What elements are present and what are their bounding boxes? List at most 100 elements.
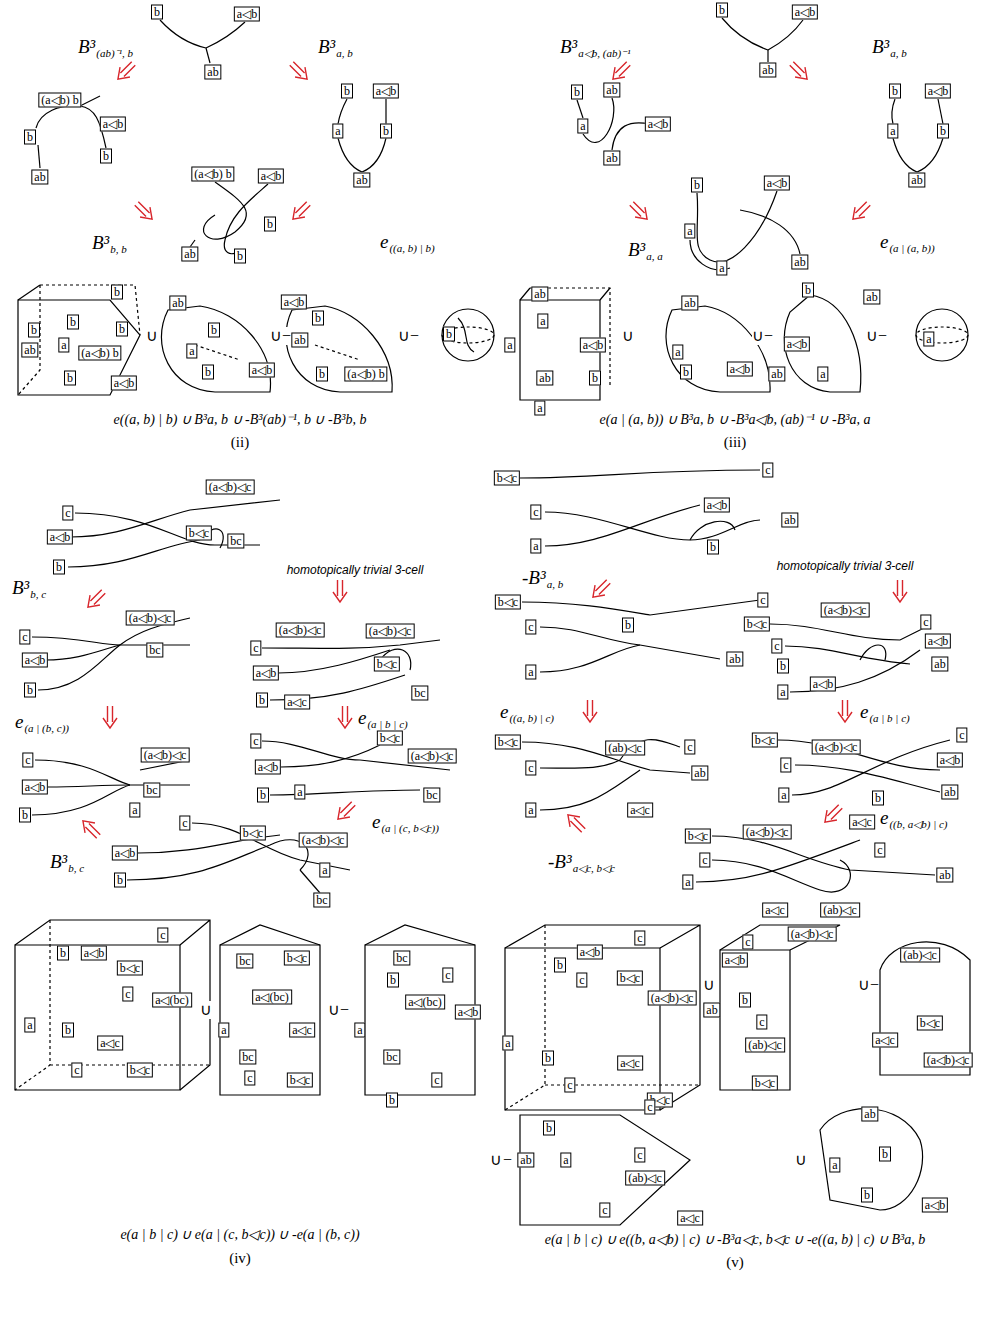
- strand-label: bc: [414, 686, 425, 700]
- cell-symbol: -B³: [522, 568, 546, 588]
- strand-label: (a◁b)◁c: [746, 825, 789, 839]
- subscript: a, b: [336, 47, 353, 59]
- strand-label: ab: [934, 657, 945, 671]
- subscript: (a | (b, c)): [24, 722, 69, 734]
- strand-label: c: [923, 615, 928, 629]
- label-box: a: [682, 875, 693, 890]
- label-box: a◁b: [810, 677, 836, 692]
- strand-label: a: [357, 1023, 362, 1037]
- strand-label: b◁c: [755, 733, 775, 747]
- label-box: a◁b: [645, 117, 671, 132]
- label-box: a: [778, 788, 789, 803]
- label-box: c: [244, 1071, 255, 1086]
- label-box: a◁b: [234, 7, 260, 22]
- union-sign: −: [282, 327, 291, 345]
- label-box: ab: [204, 65, 221, 80]
- label-box: b: [316, 367, 328, 382]
- label-box: c: [179, 816, 190, 831]
- strand-label: a◁b: [725, 953, 745, 967]
- label-box: a◁c: [677, 1211, 703, 1226]
- union-sign: ∪: [752, 327, 764, 345]
- label-box: c: [644, 1100, 655, 1115]
- label-box: b◁c: [377, 731, 403, 746]
- strand-label: (a◁b)◁c: [815, 740, 858, 754]
- strand-label: (a◁b) b: [194, 167, 231, 181]
- label-box: b: [387, 973, 399, 988]
- strand-label: (a◁b)◁c: [927, 1053, 970, 1067]
- strand-label: b: [67, 371, 73, 385]
- strand-label: (a◁b)◁c: [302, 833, 345, 847]
- strand-label: a: [780, 685, 785, 699]
- strand-label: b◁c: [498, 595, 518, 609]
- strand-label: a◁b: [928, 634, 948, 648]
- strand-label: b◁c: [620, 971, 640, 985]
- strand-label: ab: [729, 652, 740, 666]
- label-box: (ab)◁c: [900, 948, 940, 963]
- label-box: bc: [383, 1050, 400, 1065]
- label-box: a: [777, 685, 788, 700]
- strand-label: ab: [911, 173, 922, 187]
- label-box: ab: [181, 247, 198, 262]
- label-box: a: [525, 665, 536, 680]
- label-box: (a◁b)◁c: [366, 624, 415, 639]
- label-box: ab: [536, 371, 553, 386]
- panel-caption: (v): [726, 1254, 744, 1271]
- label-box: c: [742, 935, 753, 950]
- label-box: c: [525, 620, 536, 635]
- strand-label: c: [637, 931, 642, 945]
- strand-label: b: [27, 683, 33, 697]
- label-box: c: [762, 463, 773, 478]
- label-box: a◁b: [81, 946, 107, 961]
- label-box: (a◁b)◁c: [743, 825, 792, 840]
- strand-label: c: [637, 1148, 642, 1162]
- strand-label: a: [685, 875, 690, 889]
- strand-label: c: [25, 753, 30, 767]
- label-box: ab: [759, 63, 776, 78]
- label-box: b: [691, 178, 703, 193]
- strand-label: a◁b: [730, 362, 750, 376]
- label-box: ab: [941, 785, 958, 800]
- label-box: bc: [239, 1050, 256, 1065]
- strand-label: c: [647, 1100, 652, 1114]
- label-box: b: [257, 788, 269, 803]
- label-box: a◁c: [97, 1036, 123, 1051]
- panel-caption: (iv): [229, 1250, 251, 1267]
- label-box: b: [28, 323, 40, 338]
- label-box: a: [129, 803, 140, 818]
- strand-label: a◁b: [50, 530, 70, 544]
- union-sign: ∪: [490, 1151, 502, 1169]
- label-box: b: [256, 693, 268, 708]
- strand-label: c: [745, 935, 750, 949]
- label-box: a◁b: [925, 634, 951, 649]
- subscript: (a | b | c): [869, 712, 909, 724]
- label-box: a: [332, 124, 343, 139]
- label-box: ab: [517, 1153, 534, 1168]
- cell-symbol: e: [358, 708, 366, 728]
- label-box: a: [817, 367, 828, 382]
- label-box: c: [250, 641, 261, 656]
- label-box: ab: [703, 1003, 720, 1018]
- strand-label: c: [877, 843, 882, 857]
- strand-label: (a◁b) b: [347, 367, 384, 381]
- strand-label: c: [759, 1015, 764, 1029]
- formula: e(a | (a, b)) ∪ B³a, b ∪ -B³a◁b, (ab)⁻¹ …: [600, 412, 871, 428]
- subscript: (a | (c, b◁c)): [381, 822, 438, 834]
- strand-label: c: [445, 968, 450, 982]
- label-box: b: [879, 1147, 891, 1162]
- label-box: (ab)◁c: [745, 1038, 785, 1053]
- label-box: ab: [768, 367, 785, 382]
- strand-label: a: [61, 338, 66, 352]
- union-sign: ∪: [866, 327, 878, 345]
- strand-label: c: [528, 620, 533, 634]
- label-box: c: [756, 1015, 767, 1030]
- label-box: b◁c: [284, 951, 310, 966]
- strand-label: b: [70, 315, 76, 329]
- label-box: a◁c: [872, 1033, 898, 1048]
- label-box: ab: [531, 287, 548, 302]
- label-box: (a◁b) b: [344, 367, 387, 382]
- strand-label: c: [959, 728, 964, 742]
- subscript: ((a, b) | c): [509, 712, 554, 724]
- label-box: b: [802, 283, 814, 298]
- label-box: a◁b: [112, 846, 138, 861]
- strand-label: a◁b: [103, 117, 123, 131]
